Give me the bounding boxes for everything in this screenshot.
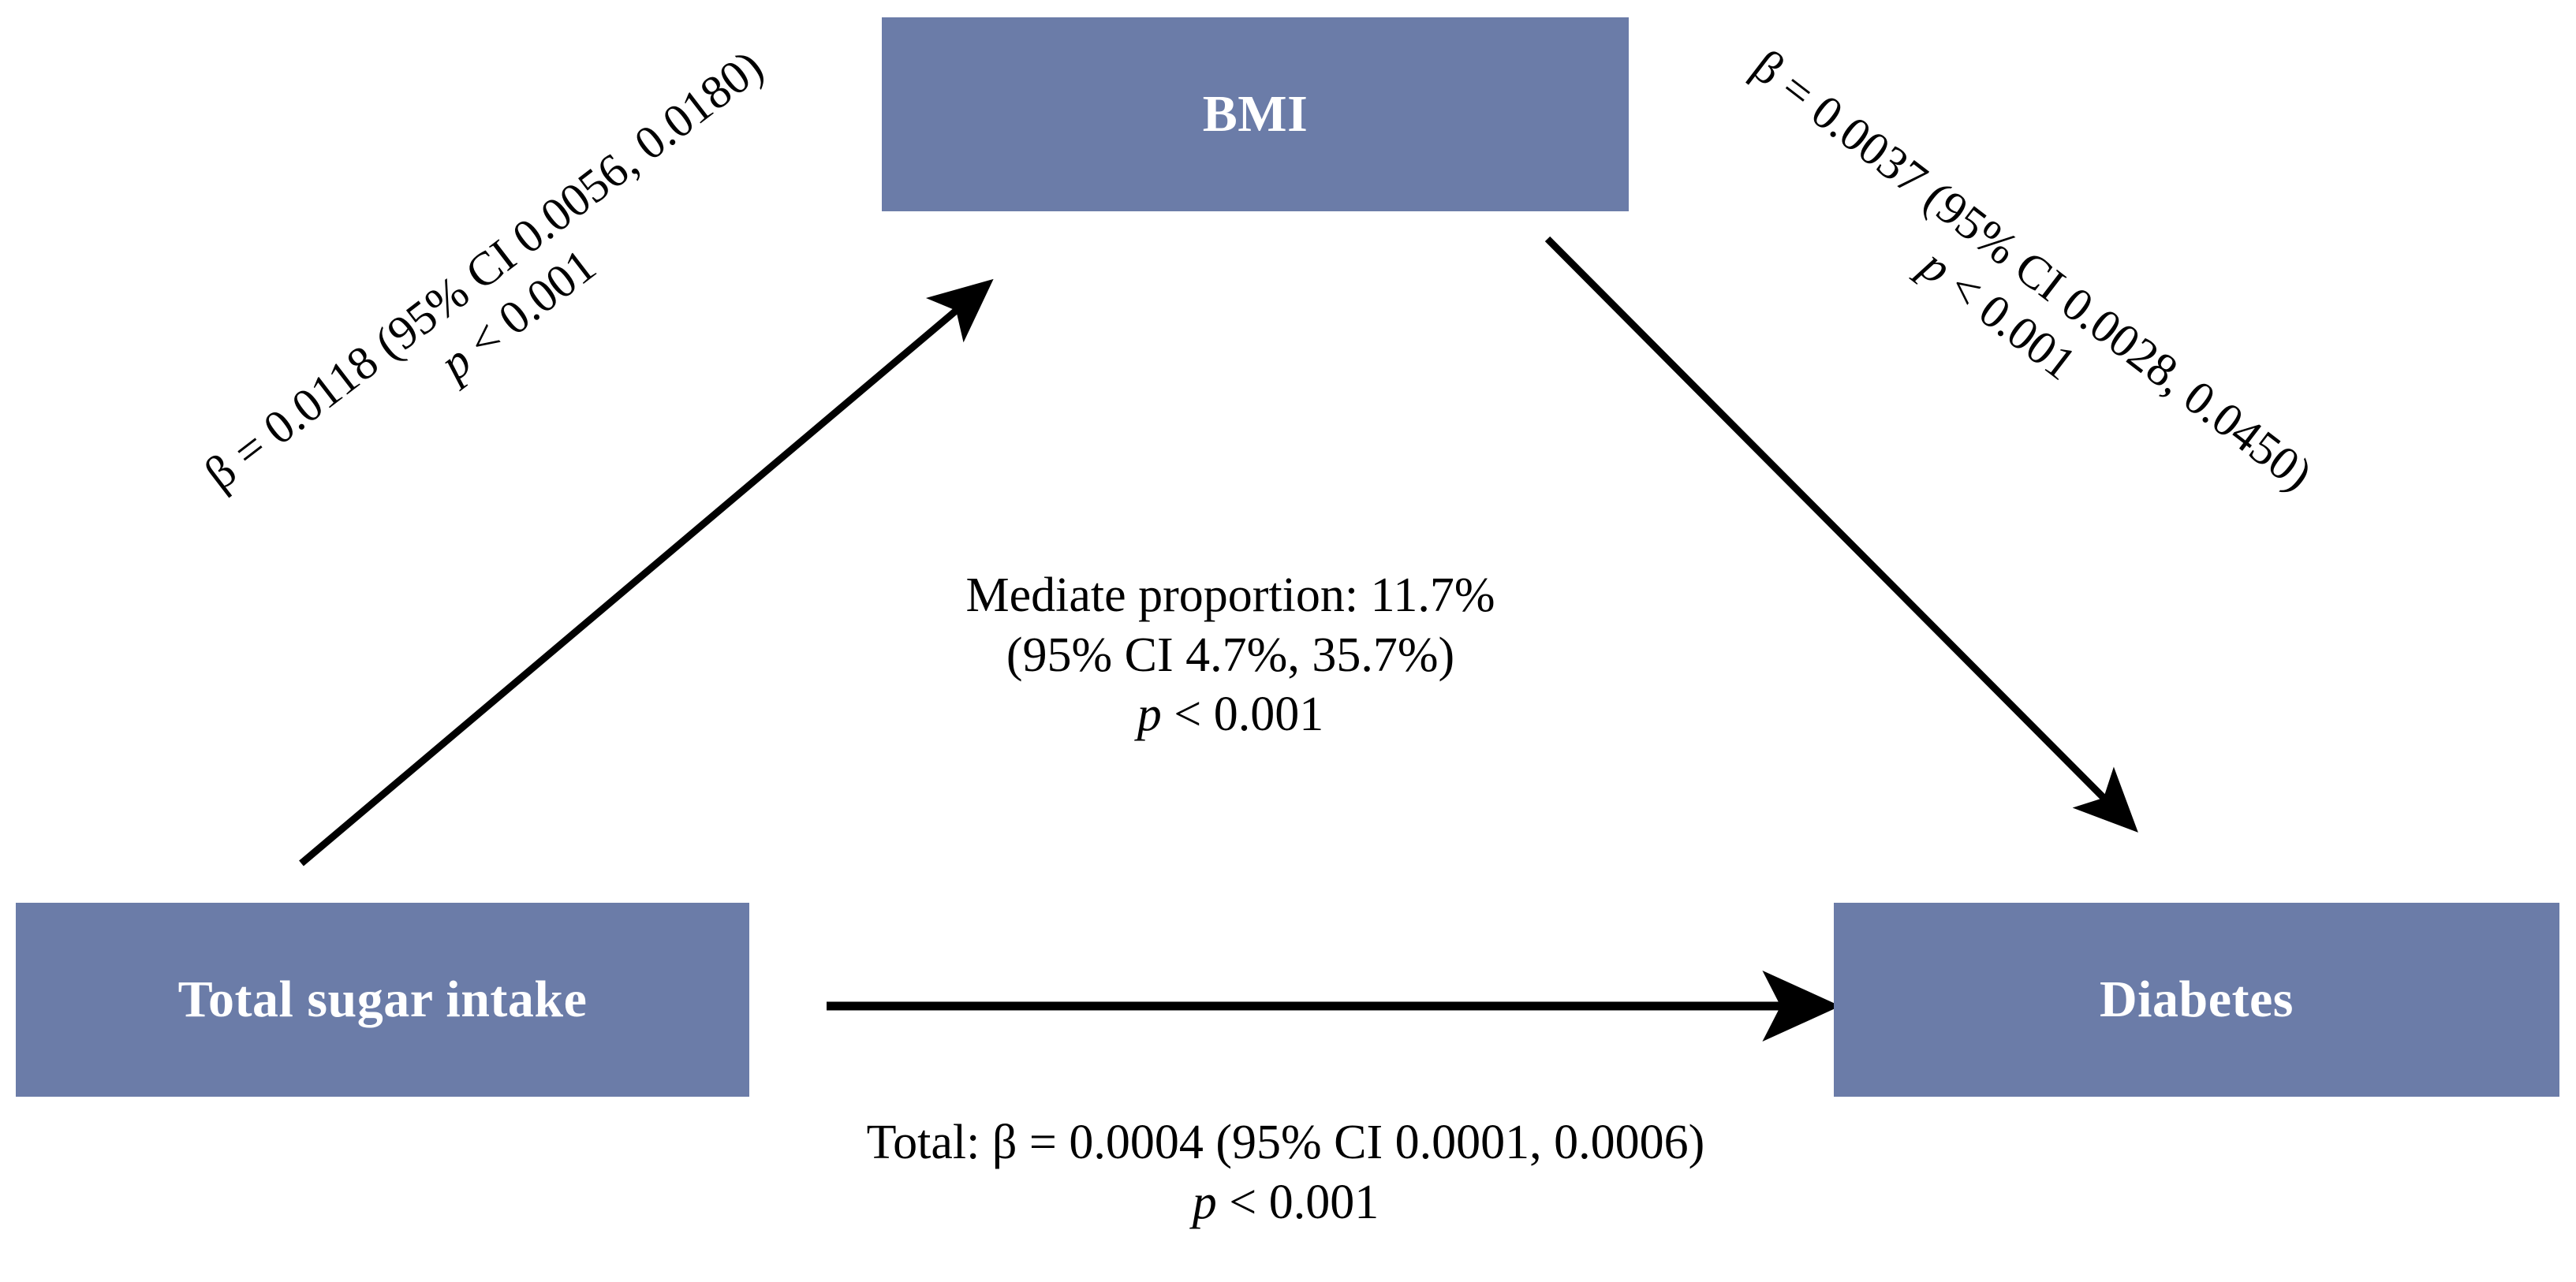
p-operator: < 0.001 [1229,1175,1379,1229]
mediate-proportion-line2: (95% CI 4.7%, 35.7%) [1006,628,1455,682]
edge-label-a-coefficient: β = 0.0118 (95% CI 0.0056, 0.0180) [195,39,773,501]
node-bmi-label: BMI [1202,85,1309,143]
total-effect-block: Total: β = 0.0004 (95% CI 0.0001, 0.0006… [694,1113,1877,1232]
edge-label-b-coefficient: β = 0.0037 (95% CI 0.0028, 0.0450) [1742,39,2322,501]
total-effect-line1: Total: β = 0.0004 (95% CI 0.0001, 0.0006… [866,1116,1705,1169]
node-total-sugar-intake-label: Total sugar intake [177,971,588,1029]
p-symbol: p [1192,1175,1217,1229]
edge-label-a-path: β = 0.0118 (95% CI 0.0056, 0.0180) p < 0… [107,0,895,613]
edge-label-b-path: β = 0.0037 (95% CI 0.0028, 0.0450) p < 0… [1622,0,2410,613]
mediate-proportion-pvalue: p < 0.001 [805,685,1656,745]
node-diabetes: Diabetes [1834,903,2559,1097]
mediate-proportion-block: Mediate proportion: 11.7% (95% CI 4.7%, … [805,566,1656,745]
p-operator: < 0.001 [1174,688,1324,742]
node-bmi: BMI [882,17,1629,211]
node-diabetes-label: Diabetes [2100,971,2294,1029]
mediate-proportion-line1: Mediate proportion: 11.7% [965,568,1495,622]
total-effect-pvalue: p < 0.001 [694,1173,1877,1233]
node-total-sugar-intake: Total sugar intake [16,903,749,1097]
edge-label-a-pvalue: p < 0.001 [141,17,894,613]
p-symbol: p [1137,688,1162,742]
edge-label-b-pvalue: p < 0.001 [1622,17,2375,613]
